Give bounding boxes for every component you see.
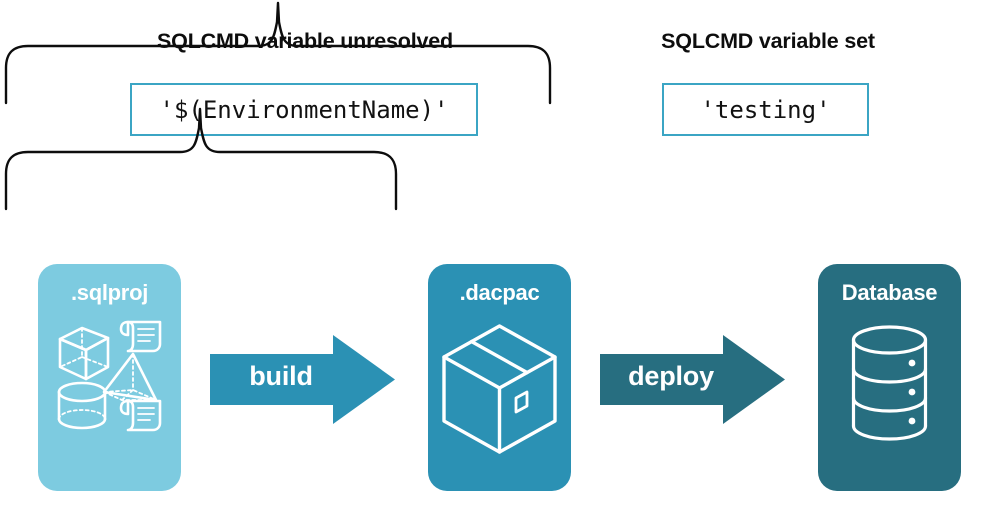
script-scroll-icon	[119, 399, 162, 432]
sqlproj-artwork-group	[57, 320, 162, 432]
stage-box-sqlproj[interactable]: .sqlproj	[38, 264, 181, 491]
database-artwork-group	[851, 325, 928, 441]
arrow-build: build	[205, 332, 400, 427]
brace-left-group	[0, 0, 556, 106]
sqlcmd-variable-unresolved-value-box: '$(EnvironmentName)'	[130, 83, 478, 136]
dacpac-artwork-group	[442, 324, 557, 454]
annotation-heading-right: SQLCMD variable set	[661, 29, 875, 53]
database-status-dots	[908, 359, 916, 425]
stage-label-database: Database	[841, 280, 938, 305]
curly-brace-right-icon	[4, 107, 398, 211]
stage-label-dacpac: .dacpac	[459, 280, 540, 305]
pyramid-wireframe-icon	[102, 352, 158, 402]
stage-box-dacpac[interactable]: .dacpac	[428, 264, 571, 491]
package-box-icon	[442, 324, 557, 454]
script-scroll-icon	[119, 320, 162, 353]
curly-brace-left-icon	[4, 1, 552, 105]
cylinder-wireframe-icon	[57, 381, 107, 430]
database-cylinder-icon	[851, 325, 928, 441]
arrow-deploy: deploy	[595, 332, 790, 427]
arrow-right-icon	[600, 335, 785, 424]
arrow-right-icon	[210, 335, 395, 424]
cube-wireframe-icon	[58, 326, 110, 381]
code-text-right: 'testing'	[700, 95, 831, 124]
stage-box-database[interactable]: Database	[818, 264, 961, 491]
sqlcmd-variable-set-value-box: 'testing'	[662, 83, 869, 136]
code-text-left: '$(EnvironmentName)'	[159, 95, 449, 124]
stage-label-sqlproj: .sqlproj	[70, 280, 149, 305]
brace-right-group	[0, 106, 402, 212]
